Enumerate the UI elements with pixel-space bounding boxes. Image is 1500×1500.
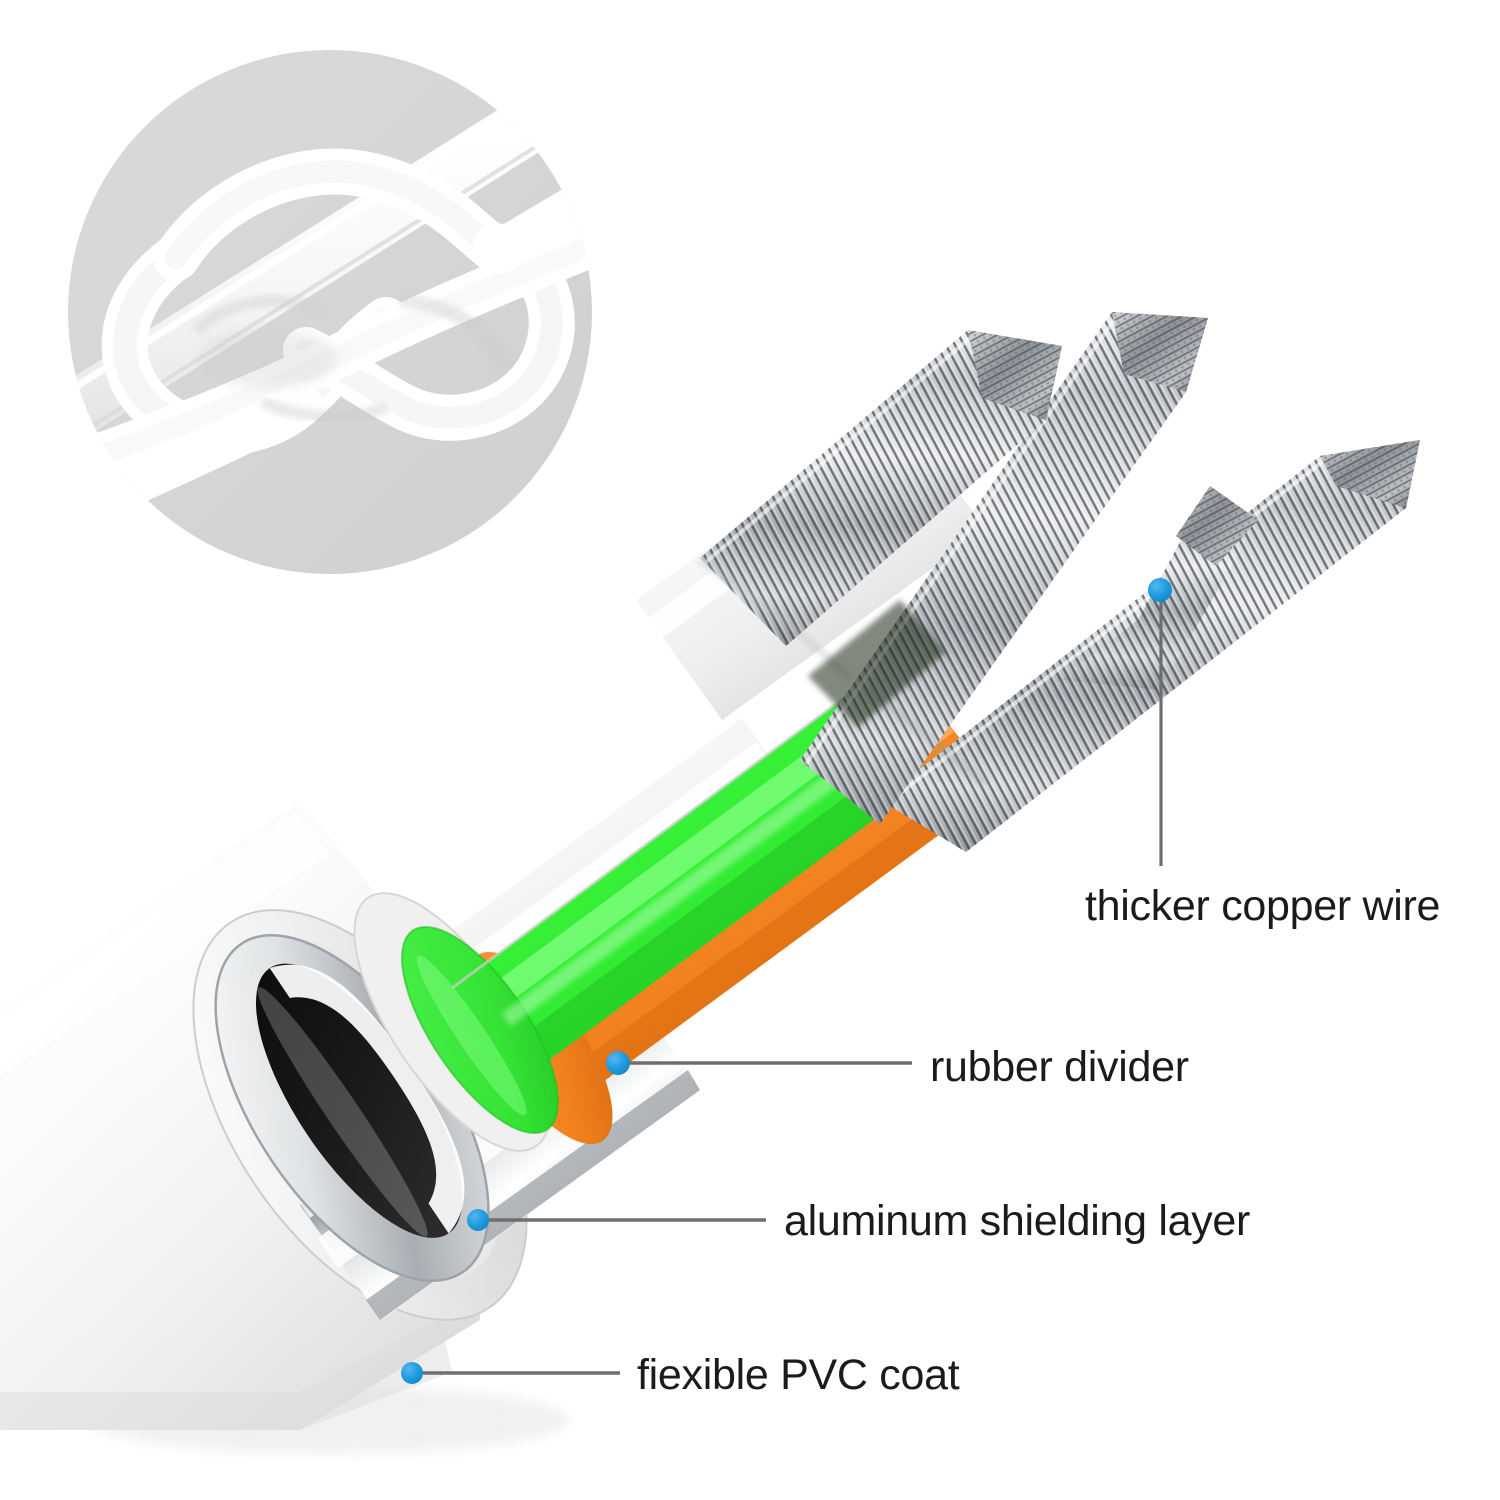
copper-wire-bundle-2 xyxy=(800,312,1208,824)
knot-inset-group xyxy=(68,50,592,574)
marker-dot-aluminum-shielding-layer[interactable] xyxy=(467,1209,489,1231)
marker-dot-rubber-divider[interactable] xyxy=(606,1051,630,1075)
callout-markers xyxy=(401,578,1172,1384)
marker-dot-fiexible-pvc-coat[interactable] xyxy=(401,1362,423,1384)
copper-wire-bundle-1 xyxy=(700,330,1062,646)
cable-cavity xyxy=(255,963,463,1238)
callout-label-thicker-copper-wire: thicker copper wire xyxy=(1085,882,1441,930)
marker-dot-thicker-copper-wire[interactable] xyxy=(1148,578,1172,602)
cable-cutaway-group xyxy=(0,312,1420,1454)
callout-leaders xyxy=(414,596,1163,1375)
aluminum-shield-ring xyxy=(214,934,490,1282)
callout-label-aluminum-shielding-layer: aluminum shielding layer xyxy=(784,1197,1251,1245)
callout-label-fiexible-pvc-coat: fiexible PVC coat xyxy=(637,1351,960,1399)
callout-label-rubber-divider: rubber divider xyxy=(930,1043,1189,1091)
green-end-cap xyxy=(401,926,559,1134)
